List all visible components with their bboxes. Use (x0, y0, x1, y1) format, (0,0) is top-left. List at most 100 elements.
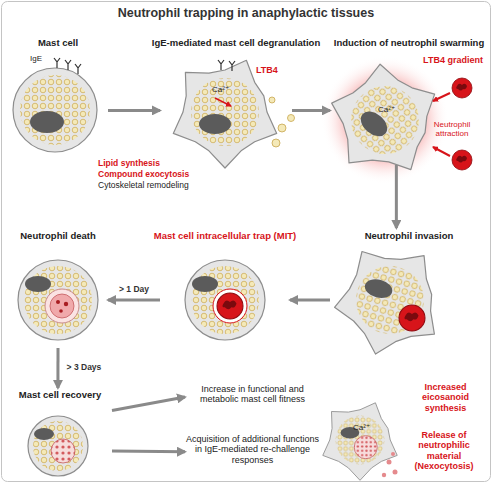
degranulating-cell (288, 115, 295, 122)
flow-arrow (108, 109, 160, 112)
invaded-cell (363, 276, 395, 301)
stage-box: Mast cell intracellular trap (MIT) (160, 228, 290, 348)
swarming-cell (452, 150, 472, 170)
neutrophil-death-cell (64, 302, 68, 306)
stage-heading: IgE-mediated mast cell degranulation (146, 38, 326, 49)
process-note: Lipid synthesis (98, 159, 160, 169)
swarming-cell (433, 93, 450, 101)
flow-arrow (108, 299, 160, 302)
rechallenged-cell (382, 473, 386, 477)
recovered-cell (28, 416, 88, 476)
recovered-cell (34, 428, 54, 440)
neutrophil-death-cell (24, 266, 92, 334)
neutrophil-death-cell (18, 260, 98, 340)
stage-heading: Neutrophil death (8, 231, 108, 242)
invaded-cell (326, 237, 454, 368)
stage-label: Ca²⁺ (212, 85, 229, 94)
stage-heading: Acquisition of additional functions in I… (185, 434, 320, 465)
mast-cell (20, 75, 90, 145)
recovered-cell (33, 421, 83, 471)
stage-label: Ca²⁺ (353, 423, 370, 432)
degranulating-cell (218, 60, 235, 71)
stage-box: Neutrophil invasion (330, 228, 488, 348)
flow-arrow (56, 348, 59, 388)
stage-box: Neutrophil death (8, 228, 108, 348)
rechallenged-cell (393, 470, 398, 475)
degranulating-cell (191, 78, 259, 146)
stage-heading: Neutrophil invasion (330, 231, 488, 242)
invaded-cell (326, 237, 454, 368)
neutrophil-death-cell (25, 276, 51, 292)
trap-cell (185, 260, 265, 340)
outcome-text-box: Acquisition of additional functions in I… (185, 432, 320, 476)
mast-cell (54, 58, 81, 74)
degranulating-cell (173, 60, 276, 168)
stage-box: Induction of neutrophil swarmingLTB4 gra… (330, 35, 488, 165)
rechallenged-cell (336, 416, 385, 465)
rechallenged-cell (391, 452, 395, 456)
stage-heading: Induction of neutrophil swarming (330, 38, 488, 49)
mast-cell (13, 68, 97, 152)
process-note: Cytoskeletal remodeling (98, 181, 189, 191)
flow-arrow (112, 450, 185, 454)
stage-heading: Mast cell (8, 38, 108, 49)
rechallenged-cell (354, 436, 377, 459)
invaded-cell (399, 305, 425, 331)
degranulating-cell (173, 60, 294, 168)
stage-box: Mast cellIgE (8, 35, 108, 165)
mast-cell (30, 111, 64, 133)
stage-box: Increased eicosanoid synthesisRelease of… (325, 378, 488, 478)
rechallenged-cell (387, 460, 392, 465)
stage-label: Neutrophil attraction (422, 120, 482, 138)
stage-label: Ca²⁺ (378, 105, 395, 114)
stage-heading: Increase in functional and metabolic mas… (185, 384, 320, 405)
rechallenged-cell (323, 403, 397, 481)
trap-cell (185, 260, 265, 340)
stage-label: LTB4 gradient (418, 55, 488, 65)
process-note: Compound exocytosis (98, 170, 189, 180)
flow-arrow (112, 397, 185, 411)
flow-arrow (395, 165, 398, 228)
stage-heading: Mast cell recovery (8, 390, 112, 401)
degranulating-cell (173, 60, 276, 168)
degranulating-cell (272, 139, 280, 147)
degranulating-cell (215, 98, 231, 106)
stage-label: LTB4 (256, 65, 278, 75)
degranulating-cell (199, 114, 231, 134)
neutrophil-death-cell (45, 289, 79, 323)
swarming-cell (452, 78, 472, 98)
neutrophil-death-cell (59, 309, 63, 313)
neutrophil-death-cell (56, 300, 60, 304)
recovered-cell (28, 416, 88, 476)
diagram-title: Neutrophil trapping in anaphylactic tiss… (0, 6, 492, 20)
stage-box: IgE-mediated mast cell degranulationLTB4… (160, 35, 292, 165)
flow-arrow (292, 109, 330, 112)
flow-arrow (290, 299, 330, 302)
stage-heading: Mast cell intracellular trap (MIT) (140, 231, 310, 242)
stage-box: Mast cell recovery (8, 388, 112, 478)
edge-label: > 3 Days (67, 363, 102, 373)
outcome-text-box: Increase in functional and metabolic mas… (185, 380, 320, 414)
degranulating-cell (269, 97, 275, 103)
rechallenged-cell (323, 403, 397, 481)
invaded-cell (326, 237, 454, 368)
neutrophil-death-cell (50, 294, 74, 318)
stage-heading: Increased eicosanoid synthesis (403, 382, 488, 413)
swarming-cell (337, 72, 433, 168)
trap-cell (192, 276, 218, 292)
trap-cell (217, 293, 243, 319)
rechallenged-cell (323, 403, 398, 481)
neutrophil-death-cell (18, 260, 98, 340)
recovered-cell (51, 439, 75, 463)
degranulating-cell (278, 124, 286, 132)
stage-label: IgE (30, 54, 42, 63)
stage-label: Release of neutrophilic material (Nexocy… (400, 430, 488, 471)
mast-cell (13, 58, 97, 152)
swarming-cell (433, 147, 450, 156)
trap-cell (213, 289, 247, 323)
trap-cell (191, 266, 259, 334)
